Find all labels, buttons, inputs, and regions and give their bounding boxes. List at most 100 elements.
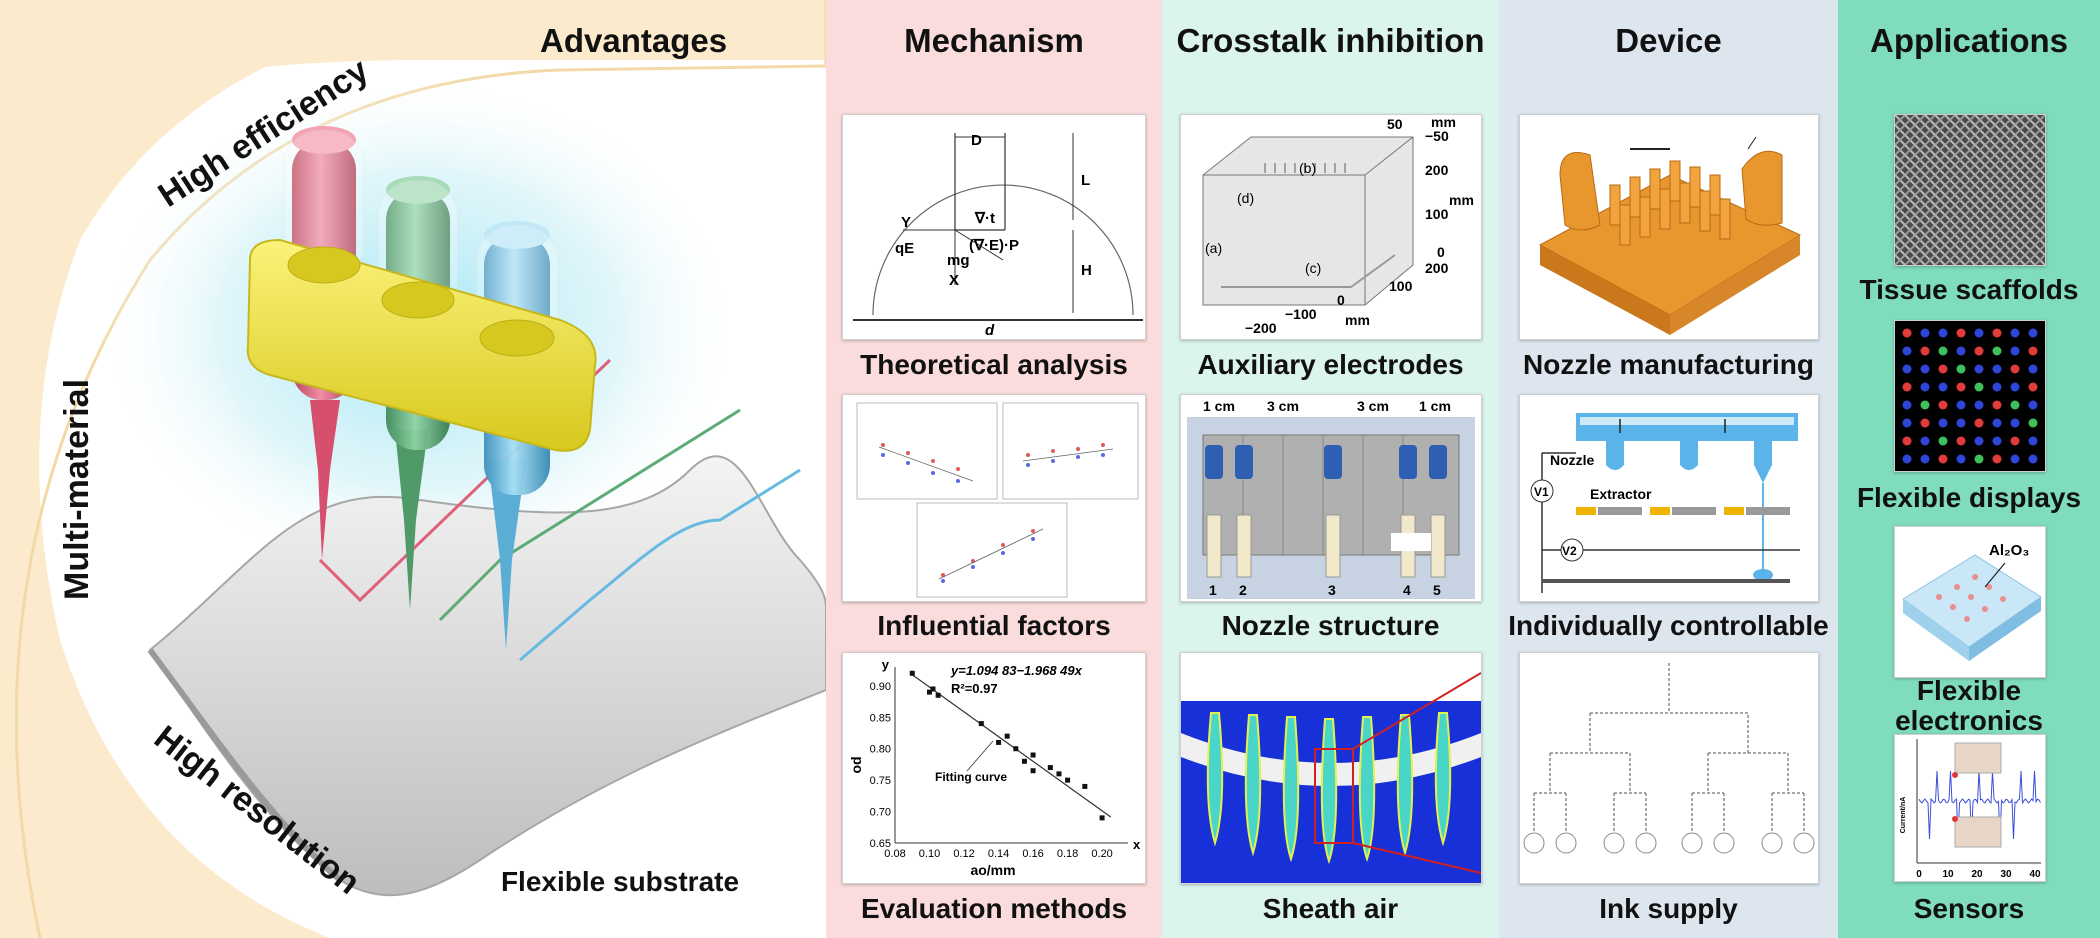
device-title: Device	[1615, 22, 1722, 59]
theory-label-qe: qE	[895, 240, 914, 257]
svg-text:0: 0	[1337, 292, 1345, 308]
eval-data-point	[930, 686, 936, 692]
caption-evaluation-methods: Evaluation methods	[860, 893, 1128, 924]
sheath-air-panel	[1180, 652, 1482, 884]
eval-x-tick: 0.14	[988, 848, 1009, 860]
svg-text:mm: mm	[1431, 115, 1456, 130]
display-pixel	[2028, 328, 2038, 338]
eval-x-letter: x	[1133, 837, 1141, 852]
nozzle-structure-panel: 1 cm 3 cm 3 cm 1 cm 1 2 3 4 5	[1180, 394, 1482, 602]
caption-nozzle-structure: Nozzle structure	[1221, 610, 1440, 641]
display-pixel	[1956, 436, 1966, 446]
advantages-section: High efficiency Multi-material High reso…	[0, 0, 828, 938]
display-pixel	[1920, 436, 1930, 446]
theory-label-y: Y	[901, 214, 911, 231]
display-pixel	[1992, 436, 2002, 446]
eval-data-point	[1013, 746, 1019, 752]
eval-data-point	[1030, 768, 1036, 774]
display-pixel	[1902, 364, 1912, 374]
circuit-label-v2: V2	[1562, 544, 1577, 558]
display-pixel	[1992, 454, 2002, 464]
caption-sensors: Sensors	[1913, 893, 2025, 924]
sensor-x-tick: 30	[2000, 869, 2012, 880]
display-pixel	[1938, 346, 1948, 356]
applications-title: Applications	[1869, 22, 2069, 59]
display-pixel	[1920, 328, 1930, 338]
display-pixel	[2028, 400, 2038, 410]
display-pixel	[1956, 418, 1966, 428]
theory-label-small-d: d	[985, 322, 995, 339]
svg-text:mm: mm	[1345, 312, 1370, 328]
display-pixel	[1974, 418, 1984, 428]
box-label-d: (d)	[1237, 190, 1254, 206]
svg-text:0: 0	[1437, 244, 1445, 260]
spacing-4: 1 cm	[1419, 398, 1451, 414]
display-pixel	[1992, 418, 2002, 428]
eval-x-tick: 0.16	[1022, 848, 1043, 860]
eval-data-point	[1056, 771, 1062, 777]
eval-data-point	[1099, 815, 1105, 821]
ink-supply-panel	[1519, 652, 1819, 884]
display-pixel	[2010, 346, 2020, 356]
evaluation-methods-panel: y x ao/mm od y=1.094 83−1.968 49x R²=0.9…	[842, 652, 1146, 884]
eval-data-point	[1082, 783, 1088, 789]
display-pixel	[1992, 382, 2002, 392]
circuit-label-extractor: Extractor	[1590, 486, 1652, 502]
display-pixel	[1956, 454, 1966, 464]
theoretical-analysis-panel: D L H Y qE mg X d (∇·E)·P ∇·t	[842, 114, 1146, 340]
caption-tissue-scaffolds: Tissue scaffolds	[1859, 274, 2079, 305]
display-pixel	[2028, 436, 2038, 446]
crosstalk-title: Crosstalk inhibition	[1176, 22, 1485, 59]
box-label-c: (c)	[1305, 260, 1321, 276]
display-pixel	[2028, 454, 2038, 464]
eval-fit-label: Fitting curve	[935, 770, 1007, 784]
display-pixel	[1974, 454, 1984, 464]
crosstalk-section: Crosstalk inhibition (a) (b) (c) (d) 50 …	[1162, 0, 1499, 938]
eval-data-point	[978, 721, 984, 727]
svg-text:−50: −50	[1425, 128, 1449, 144]
display-pixel	[1974, 328, 1984, 338]
spacing-2: 3 cm	[1267, 398, 1299, 414]
caption-auxiliary-electrodes: Auxiliary electrodes	[1197, 349, 1464, 380]
display-pixel	[1992, 346, 2002, 356]
display-pixel	[2028, 418, 2038, 428]
display-pixel	[2028, 346, 2038, 356]
eval-y-tick: 0.80	[870, 744, 891, 756]
theory-label-d: D	[971, 132, 982, 149]
eval-y-tick: 0.65	[870, 838, 891, 850]
individually-controllable-panel: Nozzle Extractor V1 V2	[1519, 394, 1819, 602]
display-pixel	[2010, 364, 2020, 374]
display-pixel	[2028, 364, 2038, 374]
influential-factors-panel	[842, 394, 1146, 602]
display-pixel	[1938, 382, 1948, 392]
caption-nozzle-manufacturing: Nozzle manufacturing	[1523, 349, 1814, 380]
display-pixel	[1974, 364, 1984, 374]
svg-text:−100: −100	[1285, 306, 1317, 322]
display-pixel	[2010, 436, 2020, 446]
display-pixel	[1920, 418, 1930, 428]
eval-y-axis-label: od	[848, 756, 864, 773]
caption-sheath-air: Sheath air	[1262, 893, 1399, 924]
display-pixel	[1920, 364, 1930, 374]
eval-data-point	[1030, 752, 1036, 758]
display-pixel	[1902, 346, 1912, 356]
display-pixel	[1902, 418, 1912, 428]
display-pixel	[1902, 382, 1912, 392]
display-pixel	[1920, 382, 1930, 392]
circuit-label-nozzle: Nozzle	[1550, 452, 1595, 468]
display-pixel	[1938, 436, 1948, 446]
circuit-label-v1: V1	[1534, 485, 1549, 499]
sensor-x-tick: 20	[1971, 869, 1983, 880]
flexible-electronics-panel: Al₂O₃	[1894, 526, 2046, 678]
eval-data-point	[1021, 758, 1027, 764]
auxiliary-electrodes-panel: (a) (b) (c) (d) 50 −50 mm 200 100 mm 0 2…	[1180, 114, 1482, 340]
display-pixel	[1902, 328, 1912, 338]
box-label-a: (a)	[1205, 240, 1222, 256]
display-pixel	[1938, 454, 1948, 464]
display-pixel	[1956, 382, 1966, 392]
sensor-x-tick: 0	[1916, 869, 1922, 880]
nozzle-number-3: 3	[1328, 582, 1336, 598]
svg-text:mm: mm	[1449, 192, 1474, 208]
box-label-b: (b)	[1299, 160, 1316, 176]
